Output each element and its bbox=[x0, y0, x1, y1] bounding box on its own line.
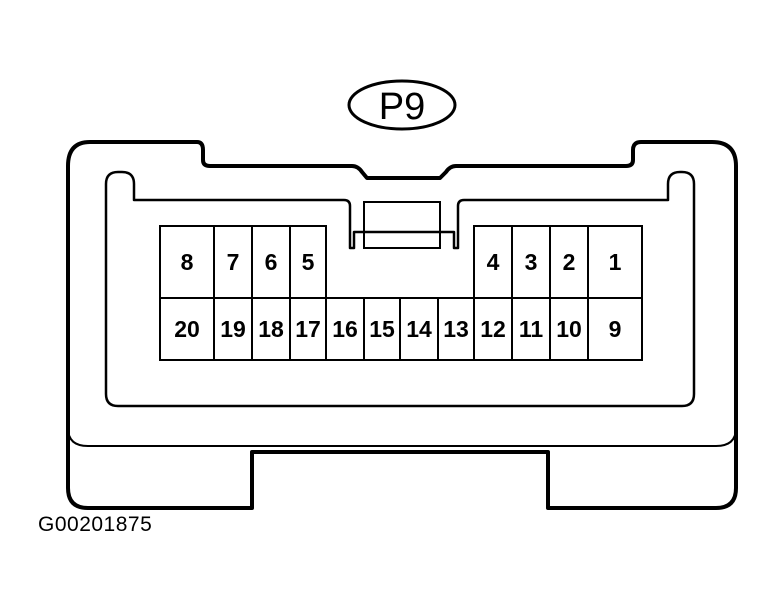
pin-label: 2 bbox=[563, 249, 576, 275]
pin-label: 4 bbox=[487, 249, 500, 275]
pin-cell bbox=[587, 297, 643, 361]
pin-label: 19 bbox=[220, 316, 246, 342]
pin-label: 7 bbox=[227, 249, 240, 275]
pin-label: 12 bbox=[480, 316, 506, 342]
connector-cavity bbox=[104, 170, 696, 408]
pin-label: 16 bbox=[332, 316, 358, 342]
pin-label: 15 bbox=[369, 316, 395, 342]
pin-label: 13 bbox=[443, 316, 469, 342]
pin-label: 3 bbox=[525, 249, 538, 275]
pin-label: 11 bbox=[519, 316, 544, 342]
pin-label: 1 bbox=[609, 249, 622, 275]
connector-name-ellipse bbox=[347, 79, 457, 131]
pin-row-bottom: 20 19 18 17 16 15 14 13 12 11 10 9 bbox=[159, 297, 643, 361]
pin-label: 20 bbox=[174, 316, 200, 342]
housing-step-line bbox=[67, 427, 737, 447]
pin-label: 8 bbox=[181, 249, 194, 275]
pin-label: 17 bbox=[295, 316, 321, 342]
pin-label: 10 bbox=[556, 316, 582, 342]
connector-housing-outer bbox=[66, 140, 738, 510]
figure-id: G00201875 bbox=[38, 513, 153, 536]
pin-label: 5 bbox=[302, 249, 315, 275]
pin-label: 14 bbox=[406, 316, 432, 342]
locking-tab bbox=[363, 201, 441, 249]
pin-label: 6 bbox=[265, 249, 278, 275]
pin-label: 9 bbox=[609, 316, 622, 342]
connector-name: P9 bbox=[379, 86, 425, 128]
pin-label: 18 bbox=[258, 316, 284, 342]
